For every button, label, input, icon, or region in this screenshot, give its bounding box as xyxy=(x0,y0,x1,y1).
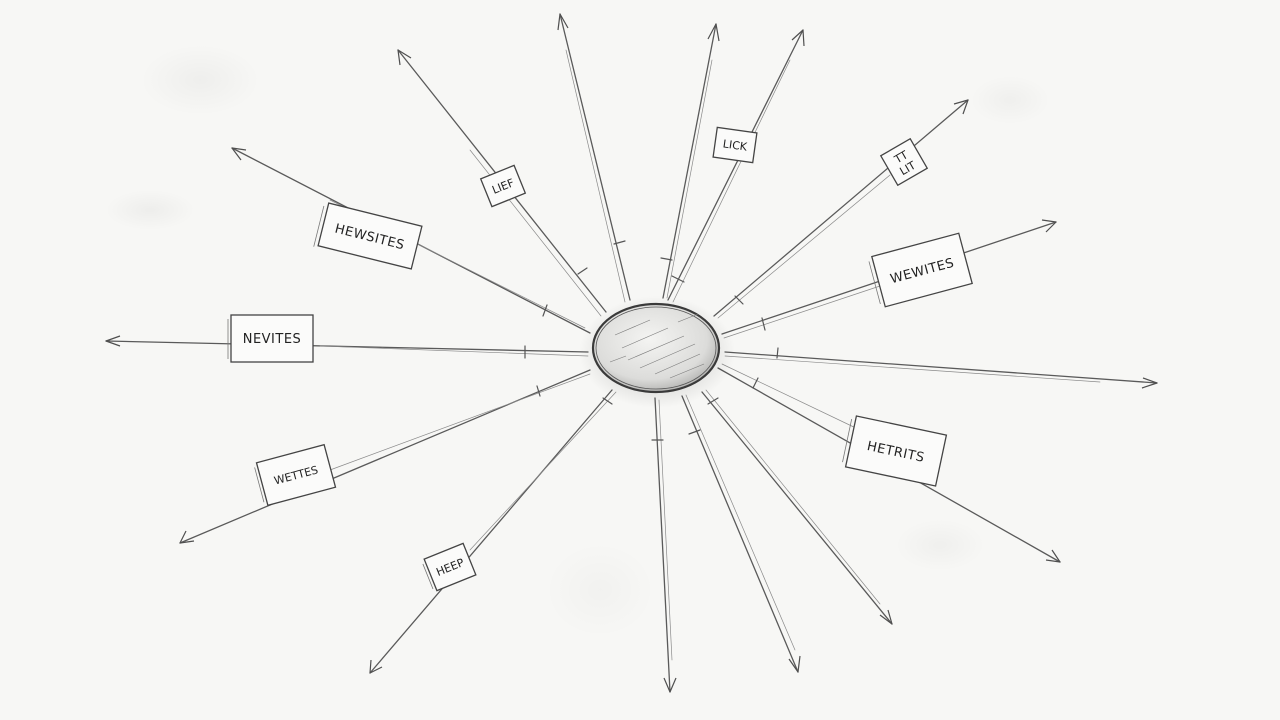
label-heep: HEEP xyxy=(422,542,477,592)
central-hub xyxy=(579,296,735,408)
label-nevites: NEVITES xyxy=(227,314,314,363)
label-wewites: WEWITES xyxy=(868,232,973,308)
spoke-lick xyxy=(667,29,805,303)
label-lick: LICK xyxy=(712,126,758,164)
label-wettes: WETTES xyxy=(254,443,337,507)
spoke-wettes xyxy=(179,369,591,544)
label-hetrits: HETRITS xyxy=(842,415,948,487)
label-lick-text: LICK xyxy=(722,137,749,153)
spoke-right xyxy=(724,347,1158,389)
spoke-tt xyxy=(713,99,969,319)
spoke-nevites xyxy=(105,335,589,359)
label-lief: LIEF xyxy=(479,164,527,208)
label-nevites-text: NEVITES xyxy=(243,332,302,347)
label-tt: TT LIT xyxy=(879,137,929,187)
spoke-bottom-1 xyxy=(651,397,677,693)
spoke-top xyxy=(660,23,720,299)
label-hewsites: HEWSITES xyxy=(313,202,423,270)
label-tt-line1: TT xyxy=(891,148,910,167)
spoke-top-left xyxy=(557,13,631,303)
spoke-bottom-3 xyxy=(701,389,893,625)
spoke-bottom-2 xyxy=(681,394,801,673)
spoke-heep xyxy=(369,389,617,674)
